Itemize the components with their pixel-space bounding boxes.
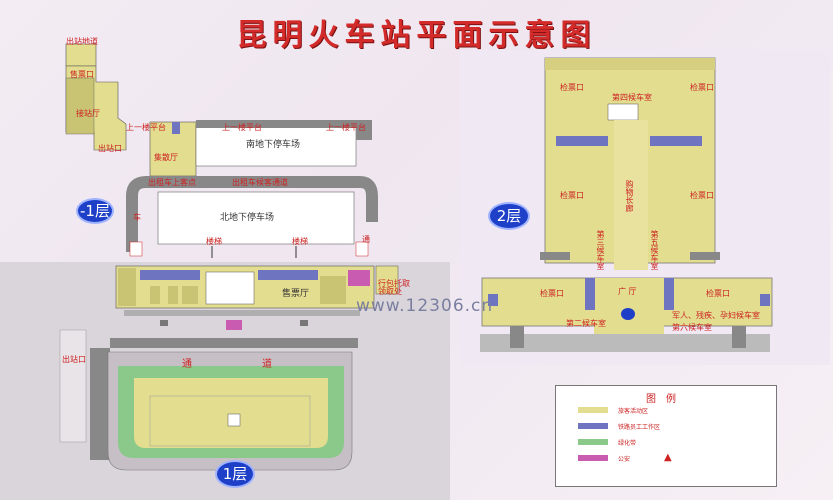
north-arrow-icon: ▲ bbox=[664, 452, 672, 463]
b1-south-parking bbox=[195, 125, 357, 167]
f1-passage-label-a: 通 bbox=[182, 359, 192, 370]
f1-baggage-label: 行包托取 领取处 bbox=[378, 279, 410, 296]
b1-platform-label-3: 上一楼平台 bbox=[326, 123, 366, 132]
b1-south-road-top bbox=[196, 120, 372, 128]
f2-waiting-4-label: 第四候车室 bbox=[612, 93, 652, 102]
b1-south-parking-label: 南地下停车场 bbox=[246, 140, 301, 150]
f2-waiting-6-label: 第六候车室 bbox=[672, 323, 712, 332]
f2-special-waiting-label: 军人、残疾、孕妇候车室 bbox=[672, 311, 760, 320]
f2-waiting-2-label: 第二候车室 bbox=[566, 319, 606, 328]
b1-ring-road bbox=[126, 176, 378, 252]
f2-ticket-gate-1: 检票口 bbox=[560, 83, 584, 92]
b1-stairs-label-2: 楼梯 bbox=[292, 237, 308, 246]
f2-floor-badge[interactable]: 2层 bbox=[488, 202, 530, 230]
b1-taxi-lane-label: 出租车候客通道 bbox=[232, 178, 288, 187]
f1-exit-label: 出站口 bbox=[62, 355, 86, 364]
legend-label: 铁路员工工作区 bbox=[618, 424, 661, 431]
legend-swatch bbox=[578, 407, 608, 413]
b1-ticket-office-label: 售票口 bbox=[70, 70, 94, 79]
b1-exit-passage-block bbox=[65, 43, 97, 67]
f2-platform-bridge bbox=[480, 334, 770, 352]
legend-label: 公安 bbox=[618, 456, 631, 463]
f1-floor bbox=[59, 265, 399, 471]
legend-box: 图例 旅客活动区 铁路员工工作区 绿化带 公安 ▲ bbox=[555, 385, 777, 487]
f1-floor-badge[interactable]: 1层 bbox=[215, 460, 255, 488]
b1-floor-badge[interactable]: -1层 bbox=[76, 198, 114, 224]
f2-floor bbox=[480, 57, 773, 352]
legend-title: 图例 bbox=[646, 394, 686, 405]
legend-swatch bbox=[578, 455, 608, 461]
b1-passage-label: 通 bbox=[362, 235, 370, 244]
b1-car-label: 车 bbox=[133, 213, 141, 222]
b1-arrival-hall-dark bbox=[65, 77, 95, 135]
legend-swatch bbox=[578, 439, 608, 445]
f1-front-road bbox=[110, 338, 358, 348]
f1-ticket-hall-label: 售票厅 bbox=[282, 289, 310, 299]
f2-ticket-gate-4: 检票口 bbox=[690, 191, 714, 200]
b1-taxi-pickup-label: 出租车上客点 bbox=[148, 178, 196, 187]
f2-ticket-gate-3: 检票口 bbox=[560, 191, 584, 200]
f1-passage-label-b: 道 bbox=[262, 359, 272, 370]
b1-exit-passage-label: 出站地道 bbox=[66, 37, 98, 46]
f2-ticket-gate-6: 检票口 bbox=[706, 289, 730, 298]
watermark-text: www.12306.cn bbox=[356, 296, 494, 316]
b1-stairs-label-1: 楼梯 bbox=[206, 237, 222, 246]
f2-ticket-gate-2: 检票口 bbox=[690, 83, 714, 92]
legend-label: 绿化带 bbox=[618, 440, 637, 447]
f2-shopping-label: 购物长廊 bbox=[625, 180, 634, 212]
legend-label: 旅客活动区 bbox=[618, 408, 649, 415]
legend-swatch bbox=[578, 423, 608, 429]
f2-waiting-5-label: 第五候车室 bbox=[650, 230, 659, 270]
b1-north-parking bbox=[157, 191, 355, 245]
map-title: 昆明火车站平面示意图 bbox=[236, 18, 597, 53]
b1-south-road-right bbox=[356, 120, 372, 140]
b1-platform-label-2: 上一楼平台 bbox=[222, 123, 262, 132]
b1-exit-label: 出站口 bbox=[98, 144, 122, 153]
f2-waiting-3-label: 第三候车室 bbox=[596, 230, 605, 270]
b1-gathering-hall-label: 集散厅 bbox=[154, 153, 178, 162]
b1-floor bbox=[65, 43, 378, 258]
f2-plaza-label: 广 厅 bbox=[618, 287, 637, 296]
b1-arrival-hall-label: 接站厅 bbox=[76, 109, 100, 118]
f2-ticket-gate-5: 检票口 bbox=[540, 289, 564, 298]
b1-platform-label-1: 上一楼平台 bbox=[126, 123, 166, 132]
b1-north-parking-label: 北地下停车场 bbox=[220, 213, 275, 223]
